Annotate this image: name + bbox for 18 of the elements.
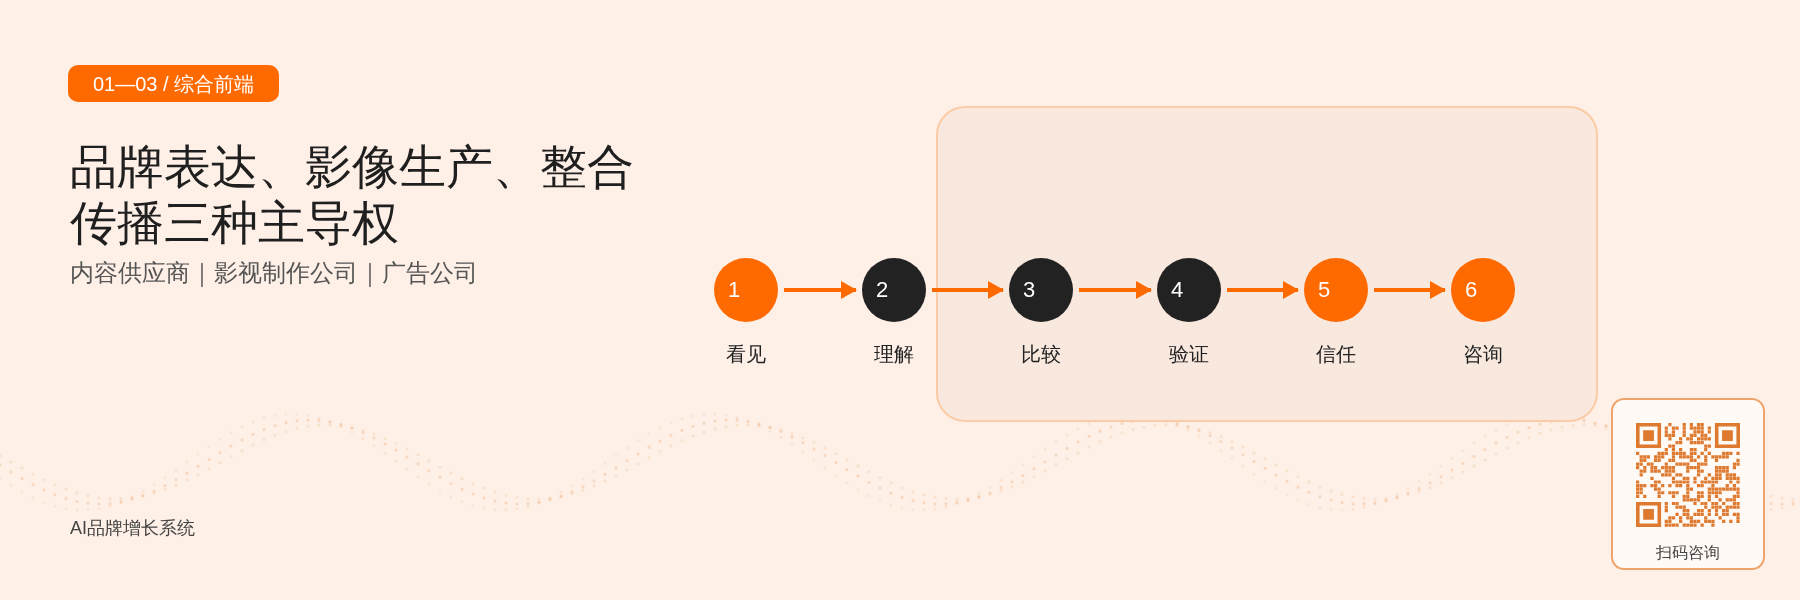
arrow	[784, 281, 857, 299]
step-label: 信任	[1315, 342, 1357, 367]
step-label: 咨询	[1462, 342, 1504, 367]
tag-pill: 01—03 / 综合前端	[68, 65, 279, 102]
qr-caption: 扫码咨询	[1656, 543, 1720, 563]
subtitle: 内容供应商｜影视制作公司｜广告公司	[70, 258, 478, 288]
highlight-panel	[936, 106, 1598, 422]
step-label: 理解	[873, 342, 915, 367]
arrow	[1227, 281, 1299, 299]
qr-card	[1611, 398, 1765, 570]
title-heading: 品牌表达、影像生产、整合传播三种主导权	[70, 139, 635, 251]
footer-text: AI品牌增长系统	[70, 517, 195, 540]
arrow	[1079, 281, 1152, 299]
step-label: 看见	[725, 342, 767, 367]
arrow	[932, 281, 1004, 299]
step-label: 比较	[1020, 342, 1062, 367]
step-label: 验证	[1168, 342, 1210, 367]
arrow	[1374, 281, 1446, 299]
